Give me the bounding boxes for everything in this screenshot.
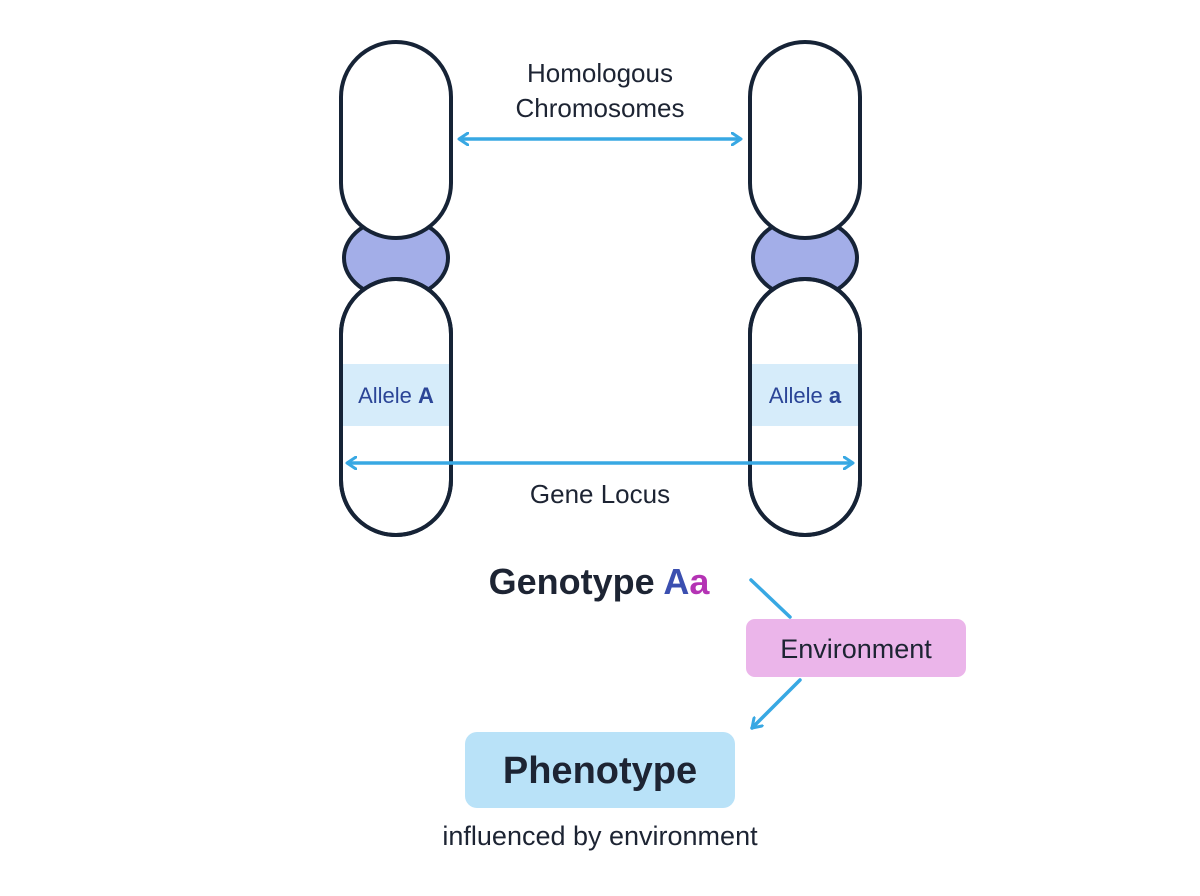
phenotype-label: Phenotype [503,750,697,792]
genotype-label: Genotype Aa [489,561,711,602]
chromosome-right: Allele a [748,40,862,537]
gene-locus-label: Gene Locus [530,479,670,509]
genotype-to-environment-arrow [749,578,792,619]
chromatid-right-top [748,40,862,240]
environment-to-phenotype-arrow [750,678,802,730]
phenotype-box: Phenotype [465,732,735,808]
homologous-label-line1: Homologous [527,58,673,88]
allele-band-right [752,364,858,426]
chromatid-left-top [339,40,453,240]
allele-label-left: Allele A [358,383,434,408]
homologous-label-line2: Chromosomes [515,93,684,123]
environment-box: Environment [746,619,966,677]
environment-label: Environment [780,634,932,664]
chromosome-left: Allele A [339,40,453,537]
phenotype-note: influenced by environment [442,821,758,851]
allele-label-right: Allele a [769,383,842,408]
allele-band-left [343,364,449,426]
